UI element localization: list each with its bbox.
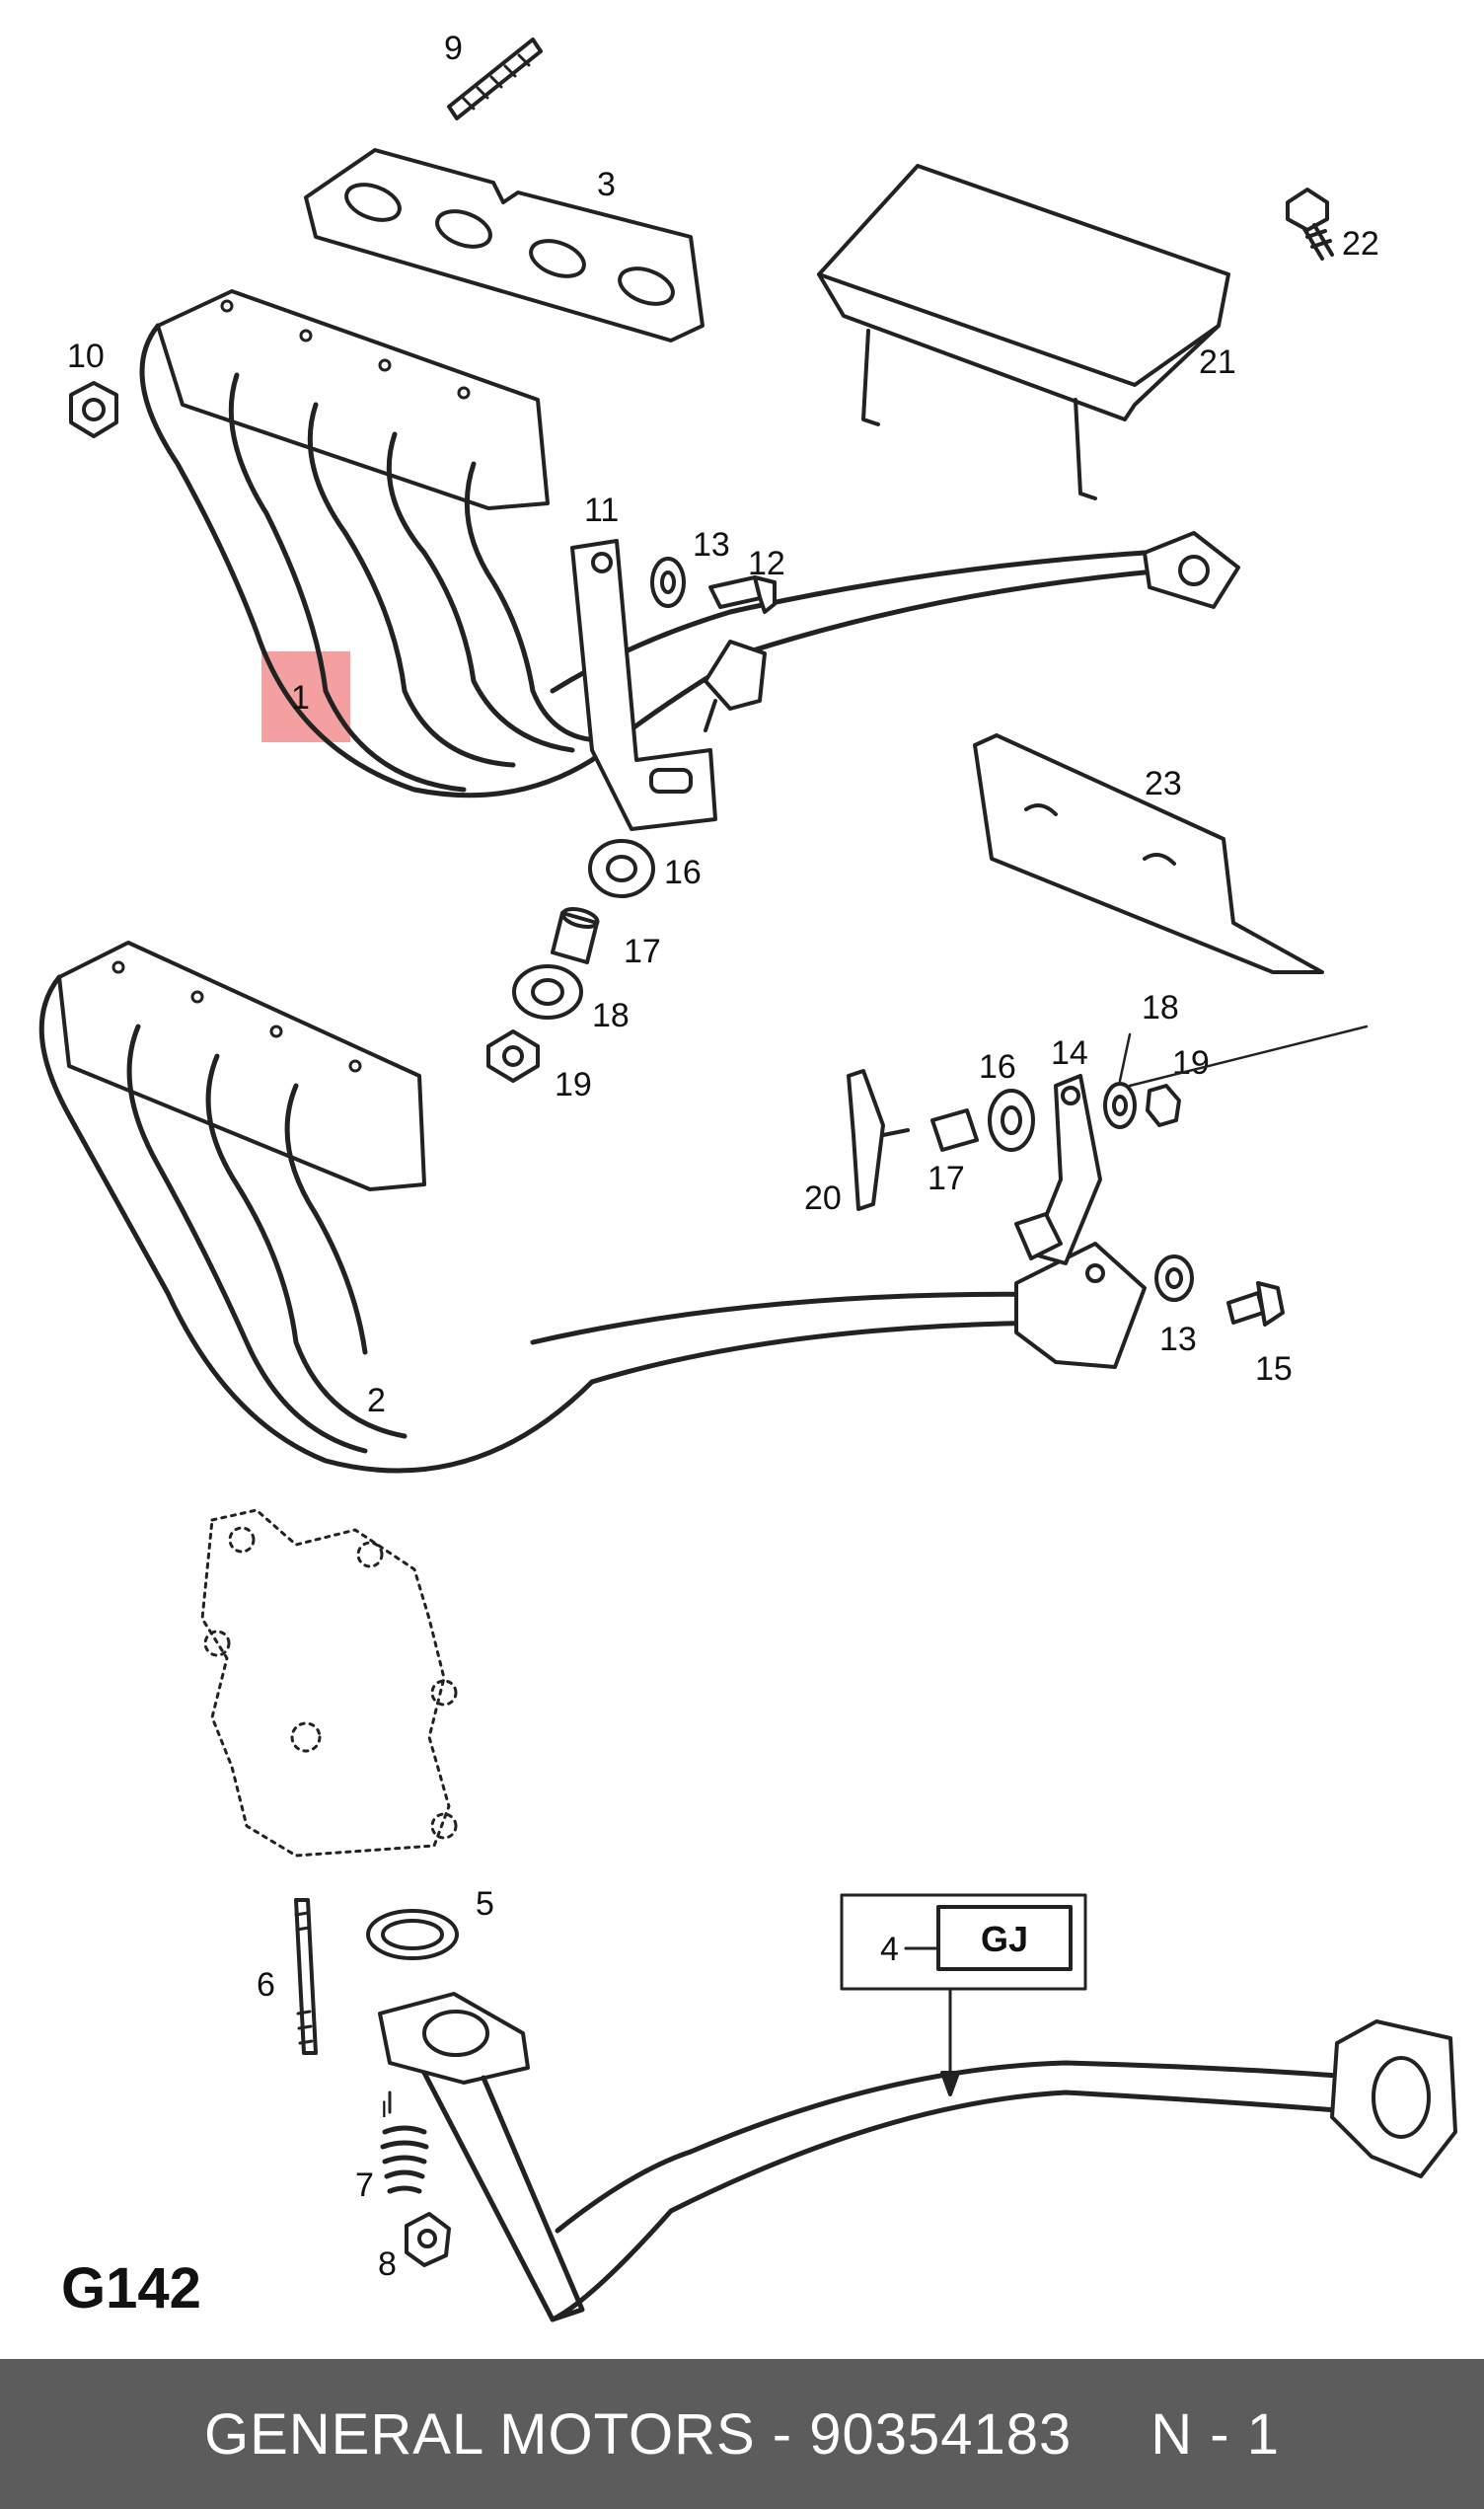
part-17-sleeve-upper xyxy=(551,906,600,964)
callout-3: 3 xyxy=(597,166,616,203)
callout-17-upper: 17 xyxy=(624,933,661,970)
callout-21: 21 xyxy=(1199,343,1236,381)
callout-16-lower: 16 xyxy=(979,1048,1016,1086)
callout-15: 15 xyxy=(1255,1350,1293,1388)
callout-16-upper: 16 xyxy=(664,854,702,891)
part-10-nut xyxy=(69,381,118,438)
part-9-stud xyxy=(447,38,543,120)
part-4-front-pipe xyxy=(378,1992,1457,2322)
callout-8: 8 xyxy=(378,2245,397,2283)
callout-20: 20 xyxy=(804,1179,842,1217)
part-19-nut-upper xyxy=(486,1029,540,1083)
diagram-code: G142 xyxy=(61,2256,201,2320)
part-13-washer-upper xyxy=(650,557,686,608)
part-14-bracket xyxy=(1014,1074,1102,1265)
part-17-sleeve-lower xyxy=(930,1108,979,1152)
callout-11: 11 xyxy=(584,492,619,529)
part-15-bolt xyxy=(1226,1281,1285,1327)
callout-9: 9 xyxy=(444,30,463,67)
part-3-gasket xyxy=(304,148,705,342)
footer-separator: - xyxy=(772,2401,793,2467)
callout-12: 12 xyxy=(748,545,785,582)
part-2-exhaust-manifold xyxy=(38,941,1147,1474)
footer-bar: GENERAL MOTORS - 90354183 N - 1 xyxy=(0,2359,1484,2509)
callout-6: 6 xyxy=(257,1966,275,2004)
callout-13-lower: 13 xyxy=(1159,1321,1197,1358)
callout-13-upper: 13 xyxy=(693,526,730,564)
part-12-bolt xyxy=(708,575,777,614)
callout-4: 4 xyxy=(880,1931,899,1968)
part-18-washer-upper xyxy=(512,964,583,1020)
variant-callout-box: GJ xyxy=(840,1893,1087,2096)
callout-1: 1 xyxy=(291,679,310,717)
callout-22: 22 xyxy=(1342,225,1379,263)
part-6-stud xyxy=(294,1898,318,2055)
part-11-bracket xyxy=(570,539,717,831)
variant-code-label: GJ xyxy=(981,1919,1028,1959)
exhaust-manifold-diagram: GJ 9 3 22 10 21 11 13 12 1 23 16 17 18 1… xyxy=(38,30,1457,2322)
callout-i: I xyxy=(381,2096,388,2123)
part-8-nut xyxy=(405,2212,451,2267)
footer-part-number: 90354183 xyxy=(809,2401,1073,2467)
flange-gasket-outline xyxy=(200,1508,458,1858)
footer-brand: GENERAL MOTORS xyxy=(204,2401,756,2467)
part-20-bracket xyxy=(847,1069,910,1211)
part-16-grommet-lower xyxy=(988,1089,1035,1152)
callout-17-lower: 17 xyxy=(928,1160,965,1197)
callout-5: 5 xyxy=(476,1885,494,1923)
part-21-heat-shield xyxy=(817,164,1230,500)
callout-19-upper: 19 xyxy=(555,1066,592,1103)
part-5-gasket-ring xyxy=(366,1909,459,1960)
callout-14: 14 xyxy=(1051,1034,1088,1072)
callout-18-lower: 18 xyxy=(1142,989,1179,1026)
part-18-washer-lower xyxy=(1103,1082,1137,1129)
callout-2: 2 xyxy=(367,1382,386,1419)
callout-19-lower: 19 xyxy=(1172,1044,1210,1082)
callout-1-highlight xyxy=(261,651,350,742)
part-13-washer-lower xyxy=(1154,1254,1194,1302)
part-19-nut-lower xyxy=(1146,1084,1181,1127)
part-7-spring xyxy=(380,2125,429,2194)
pipe-rubber-mount xyxy=(704,640,767,732)
footer-quantity: N - 1 xyxy=(1150,2401,1280,2467)
callout-10: 10 xyxy=(67,338,105,375)
part-23-heat-shield xyxy=(973,733,1324,974)
callout-7: 7 xyxy=(355,2167,374,2204)
callout-23: 23 xyxy=(1145,765,1182,802)
part-22-bolt xyxy=(1286,188,1334,261)
leader-lines xyxy=(1118,1025,1369,1088)
part-1-exhaust-manifold xyxy=(139,289,1240,798)
part-16-grommet-upper xyxy=(588,839,655,898)
callout-18-upper: 18 xyxy=(592,997,630,1034)
